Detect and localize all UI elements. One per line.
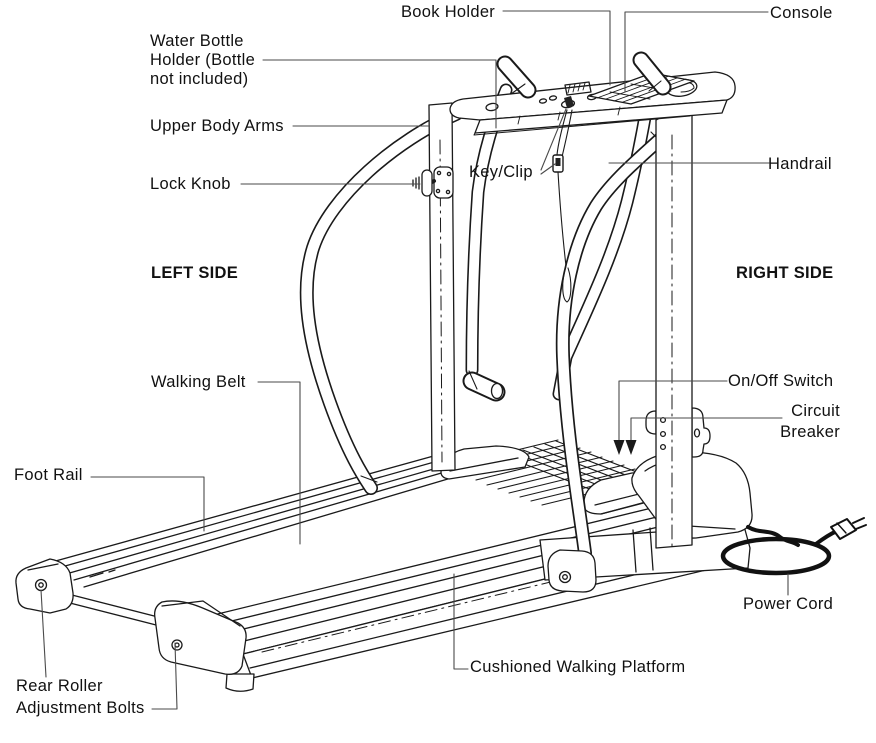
label-walking-belt: Walking Belt — [151, 373, 246, 391]
leader-lines — [40, 10, 789, 710]
label-circuit-breaker: Circuit Breaker — [780, 402, 840, 441]
label-console: Console — [770, 4, 833, 22]
right-upper-body-arm — [552, 87, 656, 401]
label-handrail: Handrail — [768, 155, 832, 173]
console-assembly — [449, 51, 736, 136]
right-upright — [645, 99, 711, 549]
label-right-side: RIGHT SIDE — [736, 264, 834, 282]
label-upper-body-arms: Upper Body Arms — [150, 117, 284, 135]
label-left-side: LEFT SIDE — [151, 264, 239, 282]
left-upright — [428, 102, 456, 472]
left-upper-body-arm — [462, 83, 513, 402]
label-key-clip: Key/Clip — [469, 163, 533, 181]
pointer-arrows — [613, 440, 637, 455]
label-power-cord: Power Cord — [743, 595, 834, 613]
right-handrail — [547, 107, 693, 593]
label-book-holder: Book Holder — [401, 3, 496, 21]
left-handrail — [299, 107, 463, 495]
lock-knob — [412, 166, 454, 199]
label-rear-roller-adjustment-bolts: Rear Roller Adjustment Bolts — [16, 677, 145, 717]
label-cushioned-walking-platform: Cushioned Walking Platform — [470, 658, 686, 676]
power-cord-drawing — [720, 517, 867, 576]
label-on-off-switch: On/Off Switch — [728, 372, 834, 390]
label-foot-rail: Foot Rail — [14, 466, 83, 484]
walking-deck — [15, 451, 751, 692]
label-water-bottle-holder: Water Bottle Holder (Bottle not included… — [150, 32, 256, 88]
safety-key-clip — [552, 109, 573, 303]
label-lock-knob: Lock Knob — [150, 175, 231, 193]
